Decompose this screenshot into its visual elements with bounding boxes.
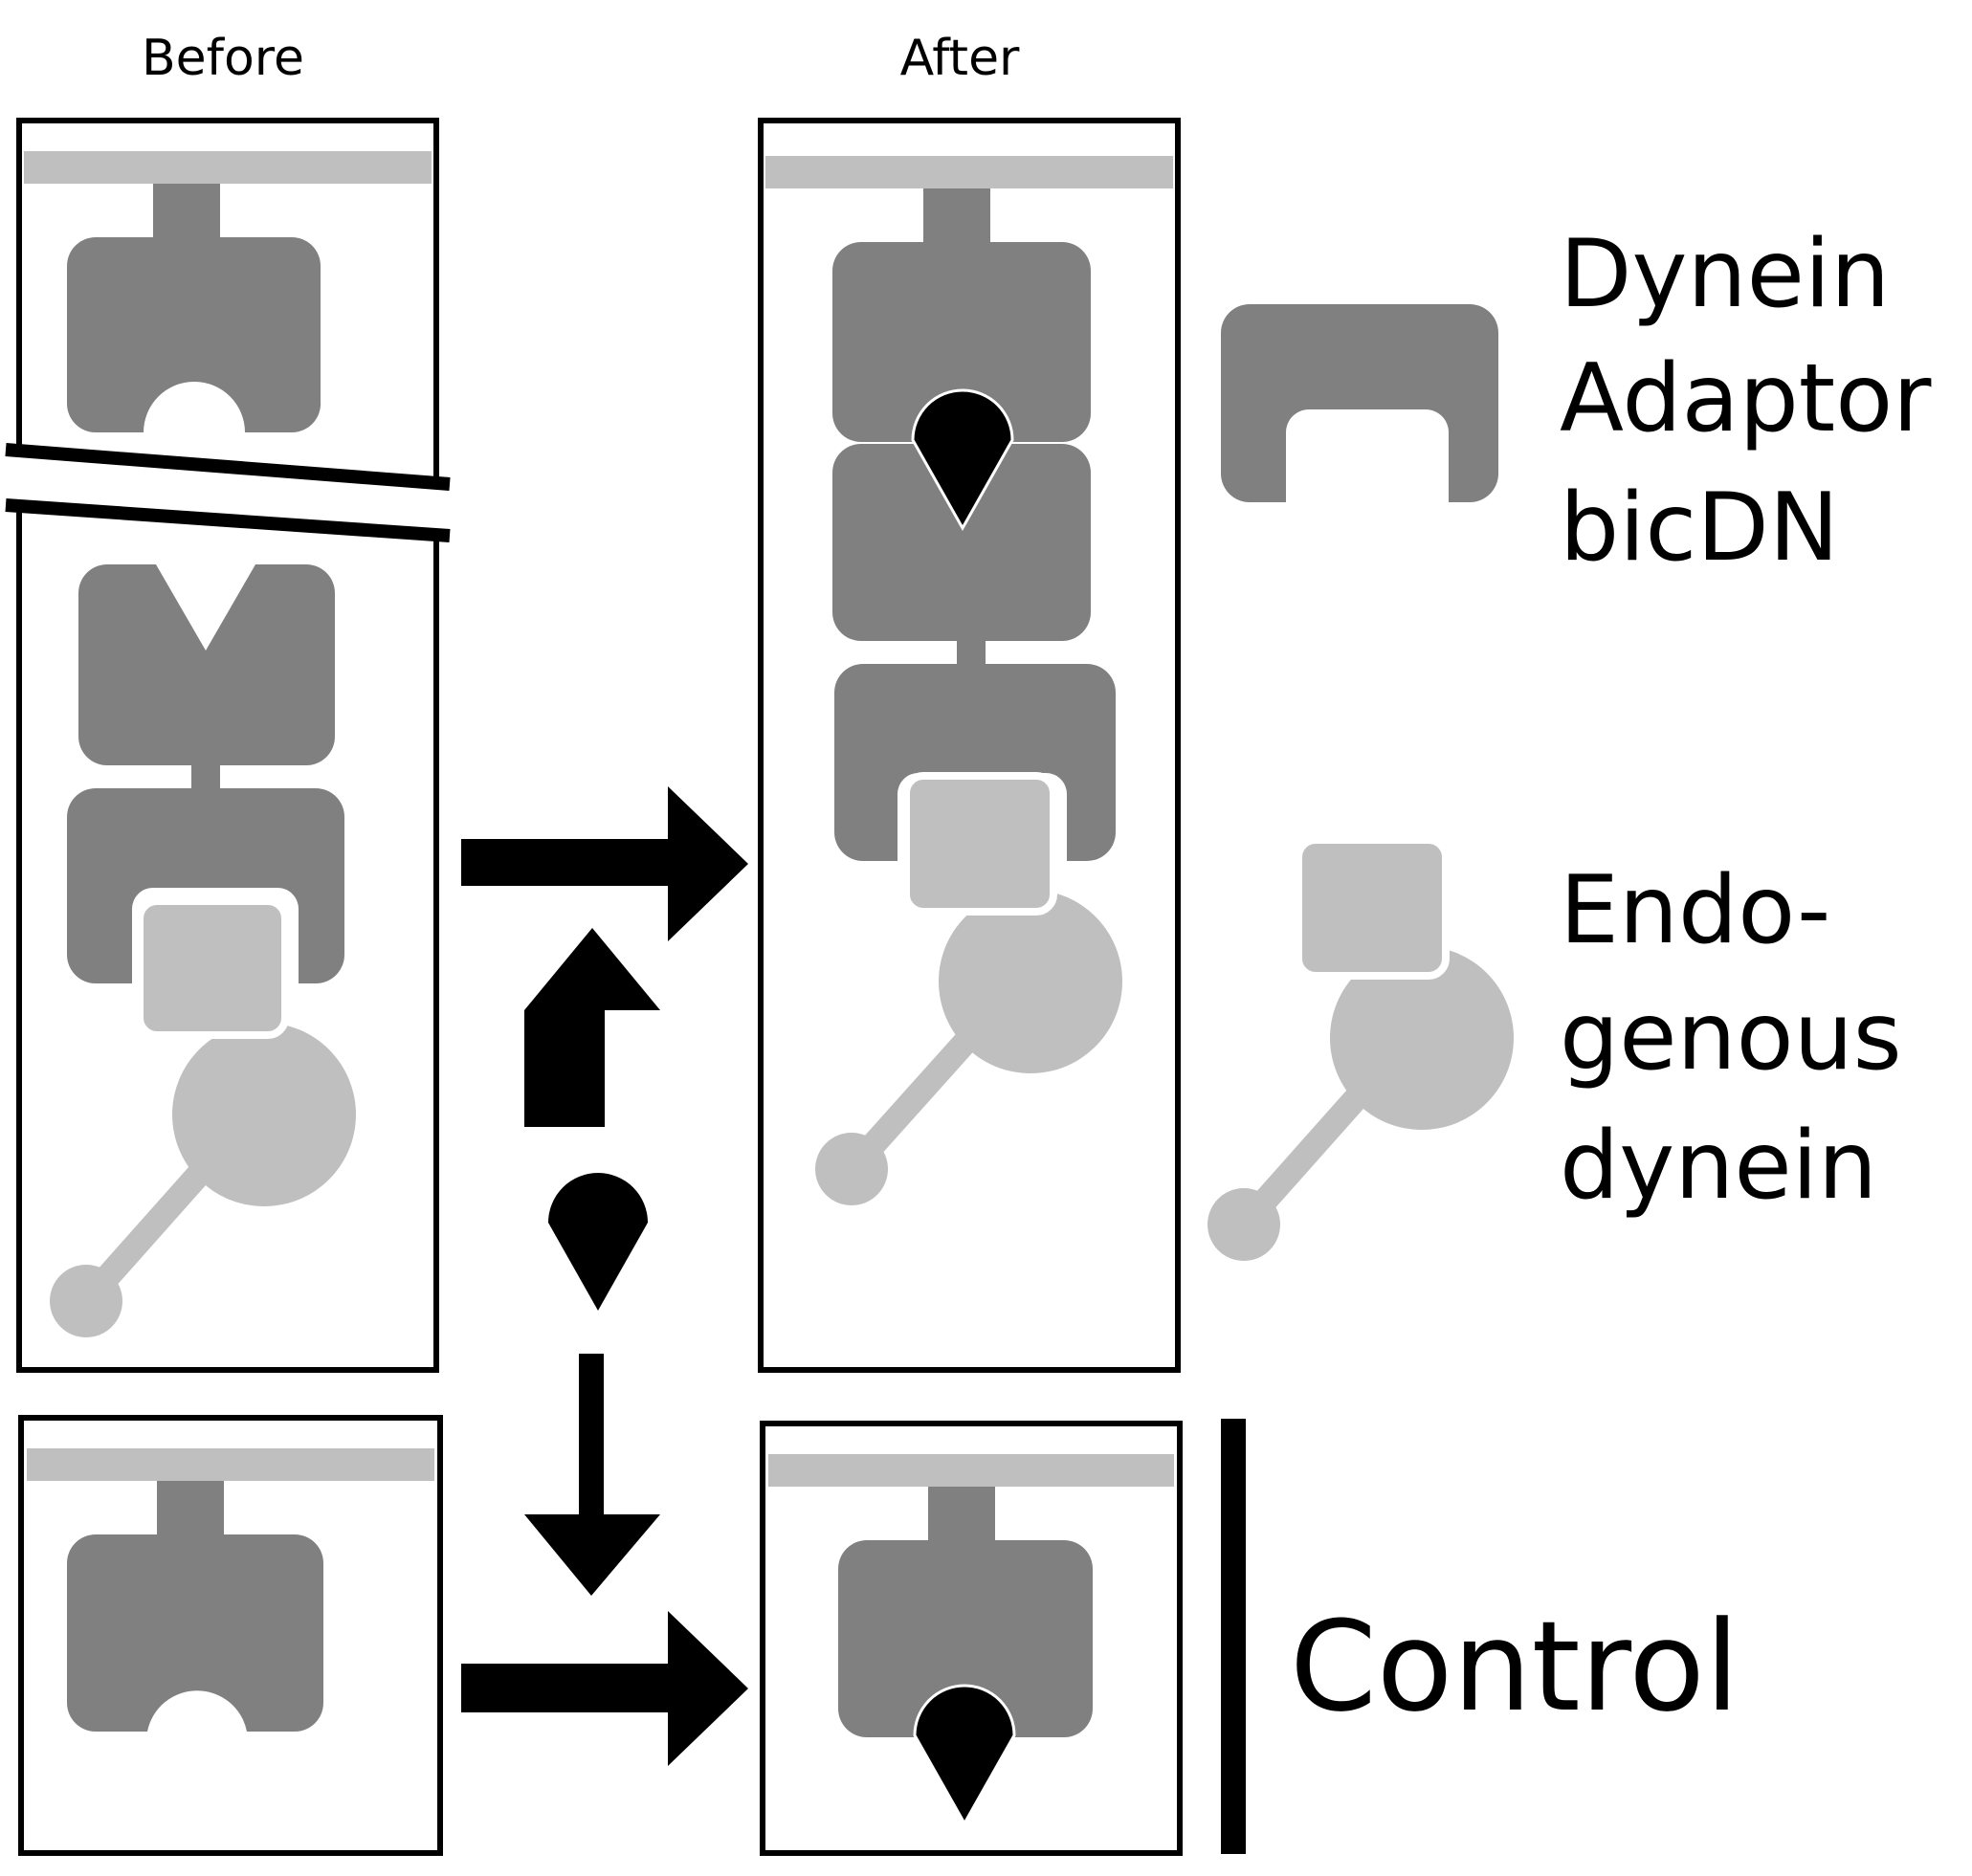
legend-adaptor: Dynein Adaptor bicDN [1221, 220, 1932, 583]
endogenous-dynein [50, 897, 356, 1337]
bound-ligand [913, 1684, 1016, 1827]
break-line-upper [5, 443, 451, 491]
adaptor-link [957, 641, 986, 664]
before-control-panel [18, 1415, 443, 1856]
adaptor-label-line-2: Adaptor [1560, 344, 1932, 453]
surface-adaptor-block [67, 1534, 323, 1732]
bicdn-adaptor-block [834, 664, 1116, 861]
before-bottom-box-frame [16, 507, 439, 1373]
after-experiment-panel [758, 118, 1181, 1373]
break-line-lower [5, 498, 451, 542]
adaptor-label-line-3: bicDN [1560, 474, 1839, 583]
right-arrow-top [461, 786, 748, 941]
endogenous-dynein [815, 772, 1122, 1205]
bicdn-adaptor-block [67, 788, 344, 983]
adaptor-legend-icon [1221, 304, 1498, 502]
endogenous-label-line-1: Endo- [1560, 856, 1830, 965]
control-label: Control [1290, 1594, 1739, 1739]
legend-endogenous-dynein: Endo- genous dynein [1208, 836, 1902, 1261]
coverslip-bar [768, 1454, 1174, 1487]
endogenous-label-line-2: genous [1560, 982, 1902, 1092]
surface-adaptor-block [832, 242, 1091, 442]
surface-adaptor-block [67, 237, 321, 433]
after-control-panel [760, 1421, 1183, 1856]
free-ligand [548, 1173, 648, 1311]
endogenous-label-line-3: dynein [1560, 1112, 1877, 1221]
bound-ligand [911, 388, 1014, 532]
before-header: Before [142, 30, 304, 87]
endogenous-dynein-legend-icon [1208, 836, 1514, 1261]
after-top-box-frame [758, 118, 1181, 1373]
down-arrow [524, 1354, 660, 1596]
adaptor-link [191, 765, 220, 788]
before-control-box-frame [18, 1415, 443, 1856]
v-notch-adaptor-block [78, 564, 335, 765]
adaptor-stalk [153, 184, 220, 237]
coverslip-bar [27, 1448, 434, 1481]
before-top-box-frame [16, 118, 439, 478]
after-header: After [900, 30, 1020, 87]
up-arrow [524, 928, 660, 1127]
coverslip-bar [765, 156, 1173, 188]
after-control-box-frame [760, 1421, 1183, 1856]
coverslip-bar [24, 151, 432, 184]
adaptor-stalk [923, 188, 990, 242]
adaptor-stalk [157, 1481, 224, 1534]
adaptor-label-line-1: Dynein [1560, 220, 1890, 329]
adaptor-stalk [928, 1487, 995, 1540]
right-arrow-bottom [461, 1611, 748, 1766]
control-bracket-bar [1221, 1419, 1246, 1854]
surface-adaptor-block [838, 1540, 1093, 1737]
before-experiment-panel [5, 118, 451, 1373]
v-notch-adaptor-block [832, 444, 1091, 641]
process-arrows [461, 786, 748, 1766]
legend-control: Control [1221, 1419, 1739, 1854]
